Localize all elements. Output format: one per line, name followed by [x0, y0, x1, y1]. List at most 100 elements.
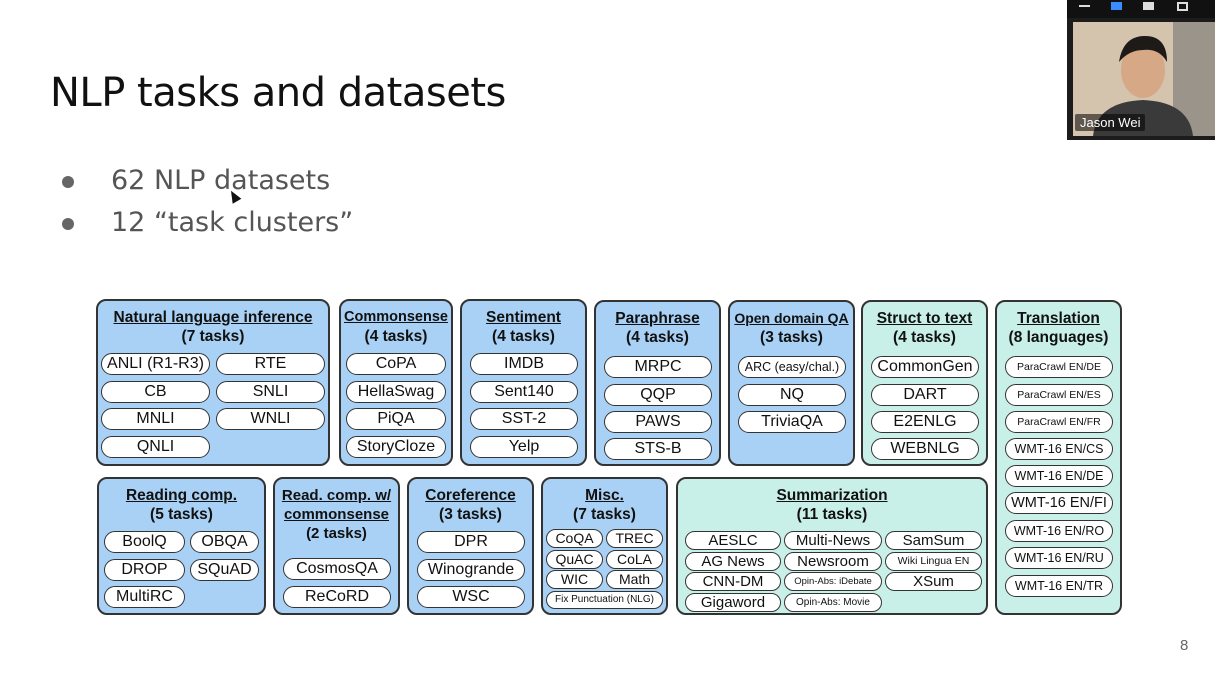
dataset-pill: SST-2: [470, 408, 578, 430]
minimize-icon[interactable]: [1079, 5, 1090, 7]
dataset-pill: SamSum: [885, 531, 982, 550]
dataset-pill: CoLA: [606, 550, 663, 569]
cluster-title: Reading comp.: [125, 487, 238, 504]
cluster-count: (4 tasks): [626, 329, 689, 346]
dataset-pill: WIC: [546, 570, 603, 589]
speaker-view-icon[interactable]: [1111, 2, 1122, 10]
dataset-pill: MRPC: [604, 356, 712, 378]
cluster-translation: Translation (8 languages) ParaCrawl EN/D…: [995, 300, 1122, 615]
video-tile[interactable]: Jason Wei: [1067, 0, 1215, 140]
dataset-pill: WMT-16 EN/RU: [1005, 547, 1113, 569]
cluster-nli: Natural language inference (7 tasks) ANL…: [96, 299, 330, 466]
cluster-heading: Struct to text (4 tasks): [863, 309, 986, 347]
dataset-pill: Opin-Abs: Movie: [784, 593, 882, 612]
dataset-pill: DROP: [104, 559, 185, 581]
dataset-pill: DPR: [417, 531, 525, 553]
dataset-pill: ANLI (R1-R3): [101, 353, 210, 375]
dataset-pill: AG News: [685, 552, 781, 571]
dataset-pill: XSum: [885, 572, 982, 591]
cluster-paraphrase: Paraphrase (4 tasks) MRPC QQP PAWS STS-B: [594, 300, 721, 466]
video-toolbar: [1067, 0, 1215, 18]
dataset-pill: ParaCrawl EN/ES: [1005, 384, 1113, 406]
dataset-pill: E2ENLG: [871, 411, 979, 433]
bullet-text: 12 “task clusters”: [111, 207, 354, 238]
cluster-reading-comp: Reading comp. (5 tasks) BoolQ OBQA DROP …: [97, 477, 266, 615]
dataset-pill: WMT-16 EN/TR: [1005, 575, 1113, 597]
dataset-pill: QNLI: [101, 436, 210, 458]
dataset-pill: QQP: [604, 384, 712, 406]
dataset-pill: CNN-DM: [685, 572, 781, 591]
grid-view-icon[interactable]: [1177, 2, 1188, 11]
dataset-pill: Sent140: [470, 381, 578, 403]
cluster-title: Misc.: [585, 487, 624, 504]
dataset-pill: CoPA: [346, 353, 446, 375]
cluster-heading: Natural language inference (7 tasks): [98, 308, 328, 346]
cluster-title: Read. comp. w/: [281, 487, 392, 504]
cluster-reading-comp-commonsense: Read. comp. w/ commonsense (2 tasks) Cos…: [273, 477, 400, 615]
cluster-title: Sentiment: [486, 309, 561, 326]
gallery-view-icon[interactable]: [1143, 2, 1154, 10]
cluster-misc: Misc. (7 tasks) CoQA TREC QuAC CoLA WIC …: [541, 477, 668, 615]
dataset-pill: QuAC: [546, 550, 603, 569]
dataset-pill: WMT-16 EN/FI: [1005, 492, 1113, 514]
page-number: 8: [1180, 637, 1189, 654]
cluster-count: (4 tasks): [492, 328, 555, 345]
dataset-pill: Yelp: [470, 436, 578, 458]
participant-name: Jason Wei: [1075, 114, 1146, 131]
cluster-count: (5 tasks): [150, 506, 213, 523]
dataset-pill: Wiki Lingua EN: [885, 552, 982, 571]
cluster-heading: Open domain QA (3 tasks): [730, 309, 853, 347]
dataset-pill: AESLC: [685, 531, 781, 550]
bullet-dot-icon: [62, 176, 74, 188]
cluster-heading: Summarization (11 tasks): [678, 486, 986, 524]
cluster-heading: Read. comp. w/ commonsense (2 tasks): [275, 486, 398, 543]
dataset-pill: ParaCrawl EN/FR: [1005, 411, 1113, 433]
cluster-heading: Paraphrase (4 tasks): [596, 309, 719, 347]
cluster-heading: Commonsense (4 tasks): [341, 308, 451, 346]
cluster-title: Natural language inference: [113, 309, 313, 326]
cluster-count: (4 tasks): [893, 329, 956, 346]
dataset-pill: OBQA: [190, 531, 259, 553]
cluster-sentiment: Sentiment (4 tasks) IMDB Sent140 SST-2 Y…: [460, 299, 587, 466]
dataset-pill: CB: [101, 381, 210, 403]
dataset-pill: RTE: [216, 353, 325, 375]
dataset-pill: Fix Punctuation (NLG): [546, 591, 663, 609]
dataset-pill: WNLI: [216, 408, 325, 430]
cluster-count: (11 tasks): [796, 506, 868, 523]
cluster-count: (4 tasks): [364, 328, 428, 345]
bullet-dot-icon: [62, 218, 74, 230]
dataset-pill: Math: [606, 570, 663, 589]
cluster-title: Translation: [1017, 310, 1100, 327]
dataset-pill: BoolQ: [104, 531, 185, 553]
cluster-count: (8 languages): [1008, 329, 1109, 346]
dataset-pill: PAWS: [604, 411, 712, 433]
dataset-pill: Newsroom: [784, 552, 882, 571]
cluster-count: (7 tasks): [181, 328, 245, 345]
dataset-pill: TriviaQA: [738, 411, 846, 433]
cluster-count: (3 tasks): [439, 506, 502, 523]
dataset-pill: IMDB: [470, 353, 578, 375]
dataset-pill: WMT-16 EN/CS: [1005, 438, 1113, 460]
dataset-pill: Winogrande: [417, 559, 525, 581]
dataset-pill: SQuAD: [190, 559, 259, 581]
cluster-title: Open domain QA: [734, 310, 849, 326]
dataset-pill: ReCoRD: [283, 586, 391, 608]
cluster-title: Paraphrase: [615, 310, 700, 327]
dataset-pill: PiQA: [346, 408, 446, 430]
dataset-pill: MultiRC: [104, 586, 185, 608]
dataset-pill: DART: [871, 384, 979, 406]
dataset-pill: WMT-16 EN/RO: [1005, 520, 1113, 542]
dataset-pill: StoryCloze: [346, 436, 446, 458]
cluster-title: Coreference: [425, 487, 516, 504]
cluster-heading: Translation (8 languages): [997, 309, 1120, 347]
cluster-coreference: Coreference (3 tasks) DPR Winogrande WSC: [407, 477, 534, 615]
cluster-title: Summarization: [776, 487, 888, 504]
cluster-title: Struct to text: [876, 310, 973, 327]
dataset-pill: Multi-News: [784, 531, 882, 550]
slide-title: NLP tasks and datasets: [50, 70, 506, 116]
dataset-pill: TREC: [606, 529, 663, 548]
cluster-struct-to-text: Struct to text (4 tasks) CommonGen DART …: [861, 300, 988, 466]
cluster-commonsense: Commonsense (4 tasks) CoPA HellaSwag PiQ…: [339, 299, 453, 466]
dataset-pill: WSC: [417, 586, 525, 608]
dataset-pill: Gigaword: [685, 593, 781, 612]
